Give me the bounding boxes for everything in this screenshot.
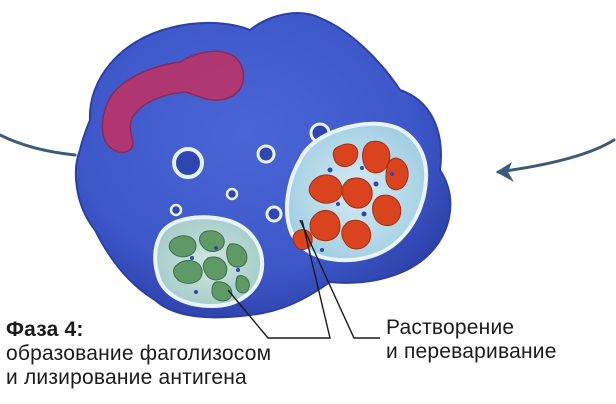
result-line-1: Растворение [386,316,557,340]
small-vacuole [171,205,181,215]
small-vacuole [227,189,237,199]
right-arrow [496,140,614,182]
small-vacuole [258,146,274,162]
left-arrow [0,135,75,155]
phagolysosome-green [155,217,262,306]
small-vacuole [267,207,281,221]
result-caption: Растворение и переваривание [386,316,557,364]
phase-description-line-2: и лизирование антигена [6,366,271,390]
phase-title: Фаза 4: [6,318,271,342]
small-vacuole [174,149,202,177]
phase-caption: Фаза 4: образование фаголизосом и лизиро… [6,318,271,390]
result-line-2: и переваривание [386,340,557,364]
phase-description-line-1: образование фаголизосом [6,342,271,366]
